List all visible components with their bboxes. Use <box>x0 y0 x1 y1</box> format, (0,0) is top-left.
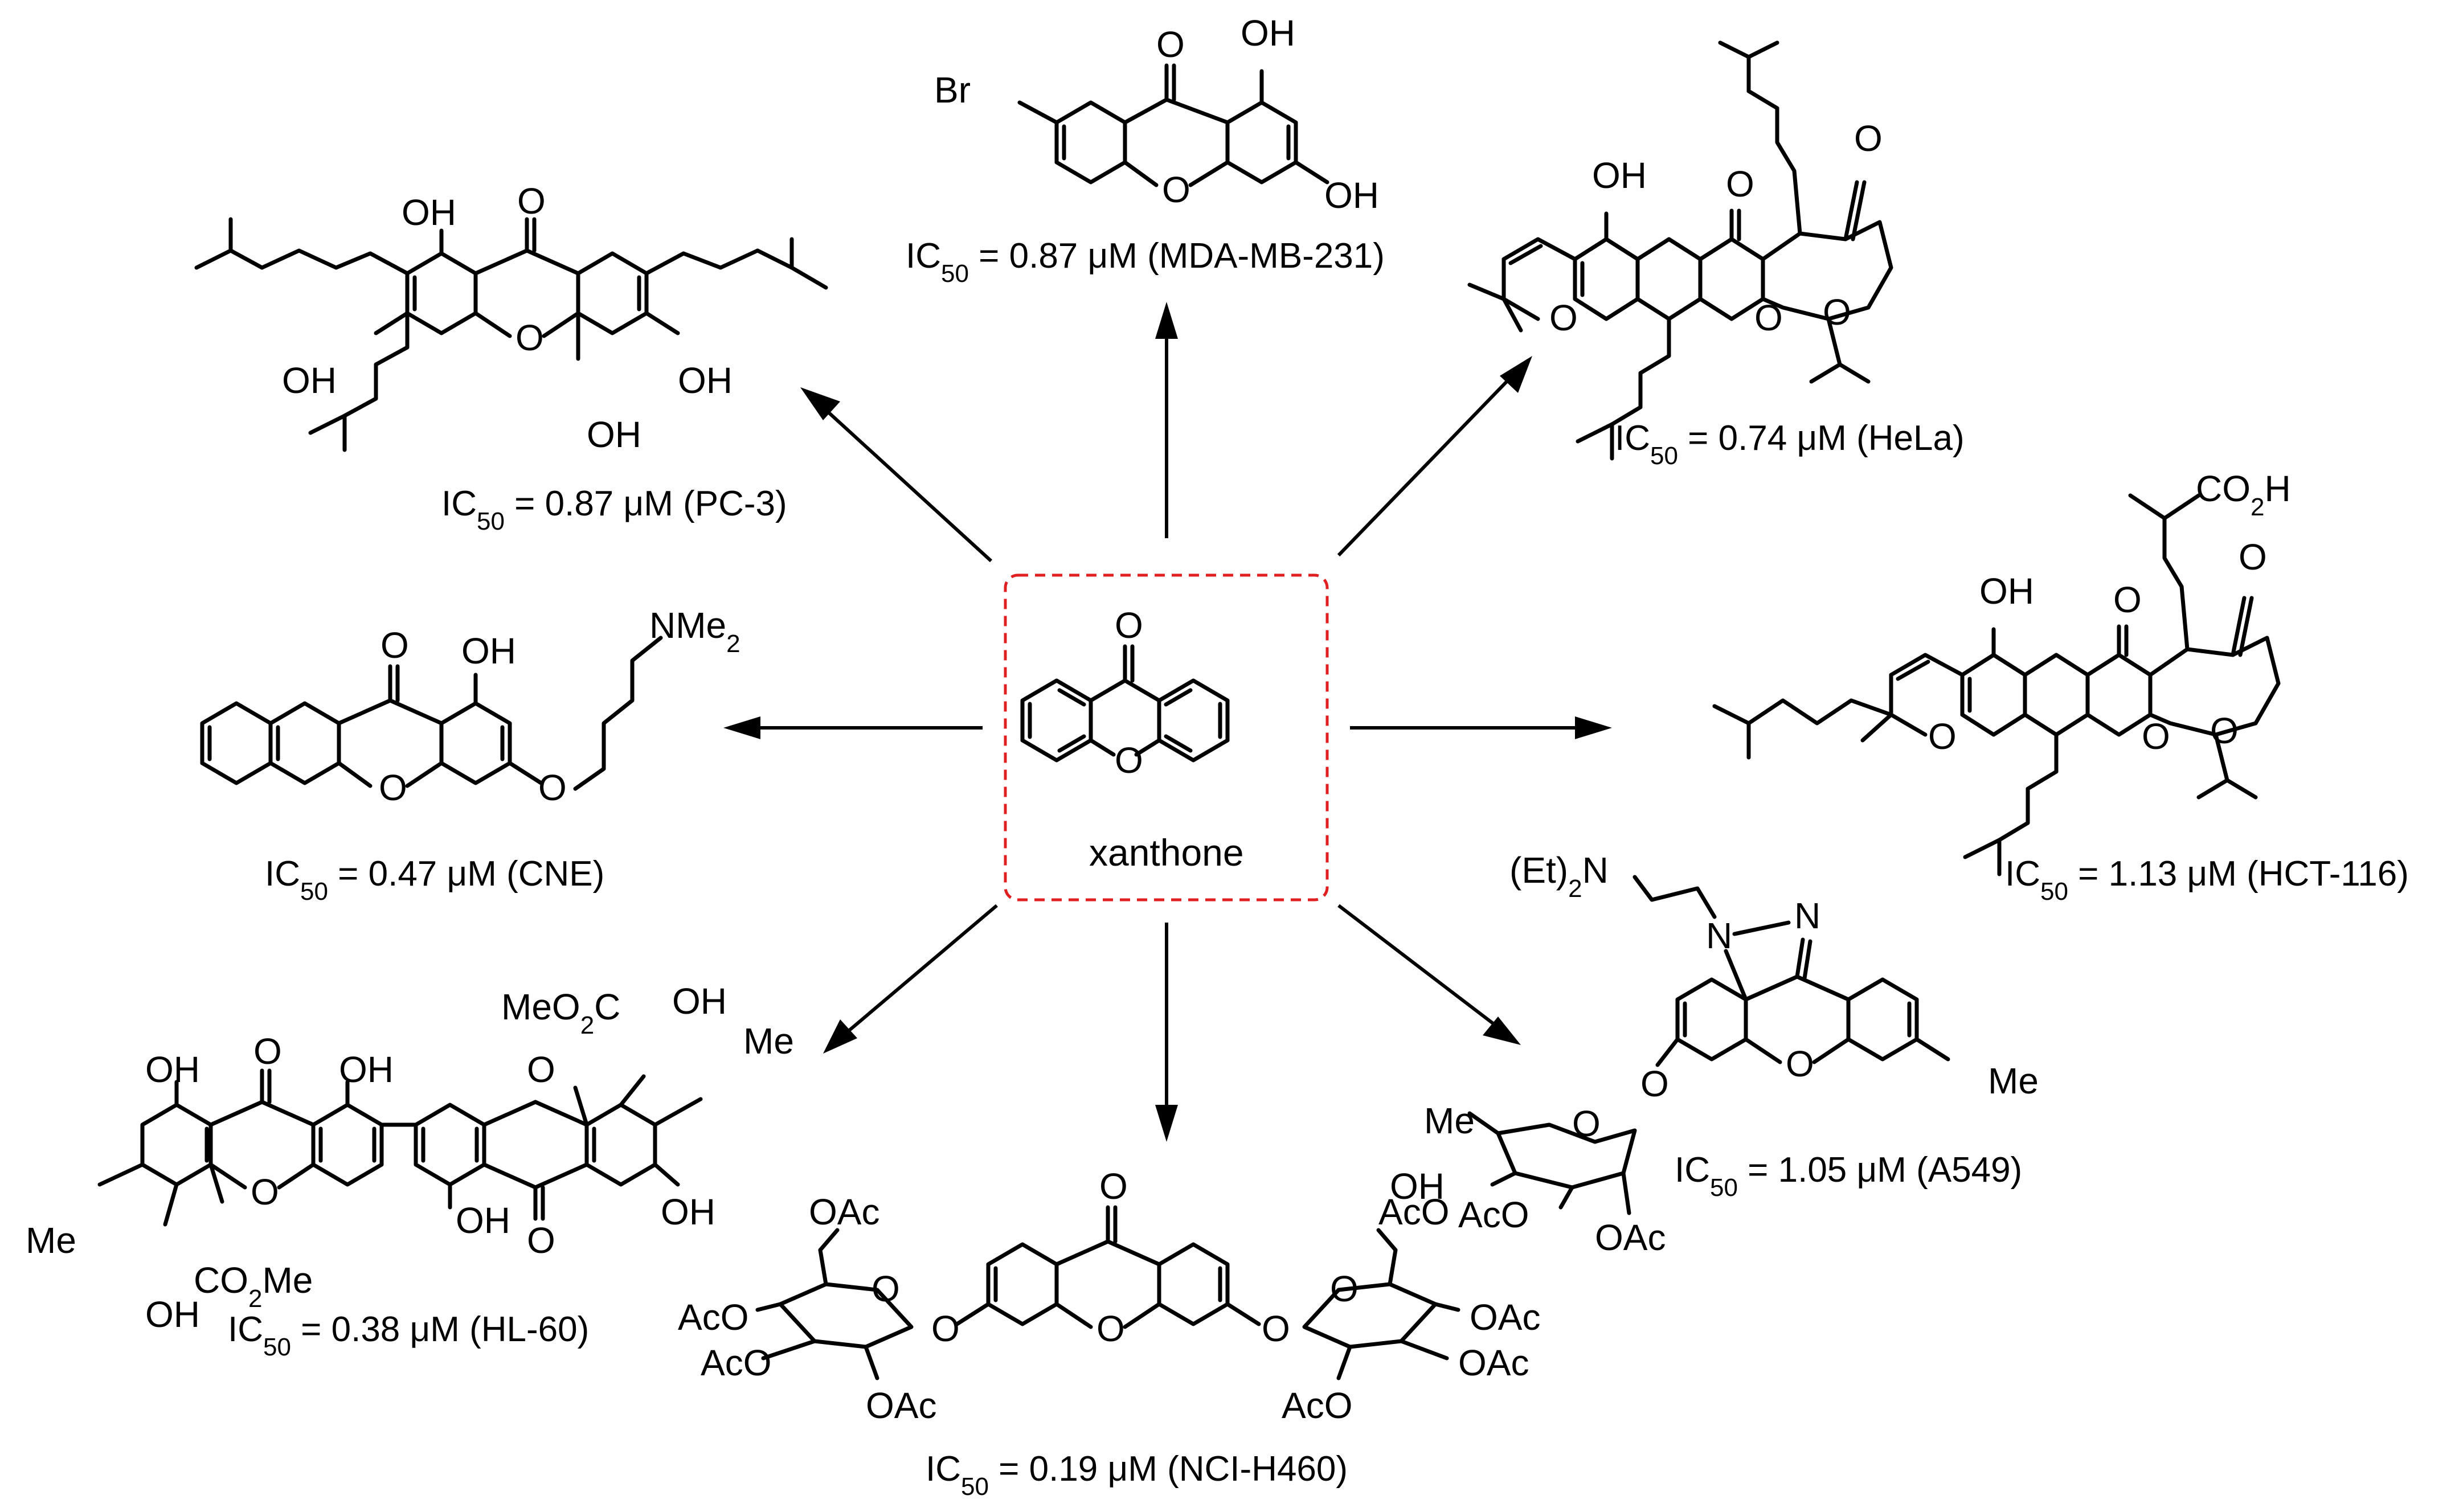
hl60-ring-o-left: O <box>251 1171 279 1212</box>
compound-mda: O O Br OH OH IC50 = 0.87 μM (MDA-MB-231) <box>906 13 1385 288</box>
nci-oac-right-1: OAc <box>1470 1297 1540 1338</box>
mda-ring-o: O <box>1162 169 1190 210</box>
compound-a549: O N N (Et)2N Me O O Me OH AcO OAc IC50 =… <box>1390 850 2039 1258</box>
nci-oac-left-top: OAc <box>809 1191 879 1232</box>
cne-ring-o: O <box>379 767 407 808</box>
hl60-carbonyl-o-left: O <box>253 1031 282 1072</box>
arrow-to-nci <box>1155 923 1178 1142</box>
center-dashed-box <box>1004 573 1329 902</box>
hct-cage-ether-o: O <box>2210 710 2239 751</box>
a549-sugar-oac: OAc <box>1595 1217 1666 1258</box>
hela-cage-ether-o: O <box>1823 292 1851 333</box>
a549-n2: N <box>1794 895 1820 936</box>
pc3-ic50: IC50 = 0.87 μM (PC-3) <box>441 484 787 535</box>
hct-carbonyl-o: O <box>2113 579 2142 620</box>
nci-aco-left-1: AcO <box>678 1297 748 1338</box>
nci-aco-right-bottom: AcO <box>1282 1385 1352 1426</box>
a549-glyco-o: O <box>1640 1063 1669 1104</box>
hl60-me-right: Me <box>743 1021 794 1062</box>
xanthone-carbonyl-o: O <box>1115 605 1143 646</box>
nci-oac-right-2: OAc <box>1458 1342 1529 1383</box>
arrow-to-hela <box>1337 356 1532 557</box>
compound-pc3: O O OH OH OH OH IC50 = 0.87 μM (PC-3) <box>194 181 828 535</box>
pc3-ring-o: O <box>515 317 544 358</box>
a549-me: Me <box>1988 1060 2039 1101</box>
a549-sugar-me: Me <box>1424 1100 1475 1141</box>
a549-sugar-ring-o: O <box>1572 1103 1601 1144</box>
pc3-oh-top: OH <box>402 192 456 233</box>
a549-sugar-oh: OH <box>1390 1166 1445 1207</box>
compound-hl60: O O O O OH OH OH OH OH OH <box>26 981 794 1361</box>
nci-ring-o: O <box>1096 1308 1125 1349</box>
pc3-carbonyl-o: O <box>517 181 546 222</box>
hela-cage-o: O <box>1854 118 1883 159</box>
hct-cage-o: O <box>2239 536 2267 577</box>
mda-carbonyl-o: O <box>1156 24 1185 65</box>
compound-hct: O OH O O O O CO2H IC50 = 1.13 μM (HCT-11… <box>1712 468 2409 905</box>
arrows <box>723 302 1612 1142</box>
a549-n1: N <box>1706 915 1732 956</box>
compound-nci: O O O O OAc AcO AcO OAc O O AcO OAc OAc … <box>678 1166 1540 1501</box>
compound-hela: O OH O O O O IC50 = 0.74 μM (HeLa) <box>1467 40 1965 470</box>
hl60-carbonyl-o-right: O <box>527 1220 555 1261</box>
hela-oh: OH <box>1592 155 1647 196</box>
nci-glyco-o-left: O <box>931 1308 960 1349</box>
center-xanthone: O O xanthone <box>1004 573 1329 902</box>
hct-co2h: CO2H <box>2196 468 2291 521</box>
hct-oh: OH <box>1979 571 2034 612</box>
a549-ic50: IC50 = 1.05 μM (A549) <box>1675 1150 2022 1202</box>
cne-ic50: IC50 = 0.47 μM (CNE) <box>265 854 604 905</box>
a549-sugar-aco: AcO <box>1458 1194 1529 1235</box>
mda-oh-right: OH <box>1324 175 1379 216</box>
arrow-to-hl60 <box>823 904 998 1054</box>
a549-ring-o: O <box>1786 1043 1814 1084</box>
mda-ic50: IC50 = 0.87 μM (MDA-MB-231) <box>906 236 1385 288</box>
nci-aco-right-top: AcO <box>1378 1191 1449 1232</box>
center-label: xanthone <box>1089 831 1244 874</box>
hela-ic50: IC50 = 0.74 μM (HeLa) <box>1615 419 1965 470</box>
hl60-oh-2: OH <box>339 1049 394 1090</box>
nci-aco-left-2: AcO <box>701 1342 771 1383</box>
a549-et2n: (Et)2N <box>1509 850 1609 903</box>
hl60-oh-5: OH <box>672 981 727 1022</box>
hl60-oh-6: OH <box>145 1294 200 1335</box>
hl60-oh-1: OH <box>145 1049 200 1090</box>
nci-glyco-o-right: O <box>1262 1308 1290 1349</box>
hl60-co2me: CO2Me <box>194 1260 313 1313</box>
arrow-to-cne <box>723 716 983 739</box>
mda-oh-top: OH <box>1241 13 1295 54</box>
nci-sugar-ring-o-left: O <box>872 1268 900 1309</box>
cne-oh: OH <box>461 630 516 671</box>
mda-br: Br <box>934 69 971 110</box>
pc3-oh-bottom: OH <box>587 414 641 455</box>
hl60-oh-4: OH <box>661 1191 715 1232</box>
cne-nme2: NMe2 <box>649 605 740 658</box>
xanthone-ring-o: O <box>1115 740 1143 781</box>
arrow-to-hct <box>1350 716 1612 739</box>
cne-carbonyl-o: O <box>380 625 409 666</box>
nci-ic50: IC50 = 0.19 μM (NCI-H460) <box>926 1449 1348 1501</box>
hl60-meo2c: MeO2C <box>501 986 620 1039</box>
pc3-oh-left: OH <box>282 360 337 401</box>
arrow-to-pc3 <box>800 387 993 563</box>
cne-ether-o: O <box>538 767 567 808</box>
hl60-ic50: IC50 = 0.38 μM (HL-60) <box>228 1310 589 1361</box>
hct-pyran-o: O <box>1928 716 1957 757</box>
compound-cne: O O OH O NMe2 IC50 = 0.47 μM (CNE) <box>200 605 740 905</box>
hl60-oh-3: OH <box>456 1200 510 1241</box>
nci-sugar-ring-o-right: O <box>1330 1268 1359 1309</box>
pc3-oh-right: OH <box>678 360 733 401</box>
hct-ic50: IC50 = 1.13 μM (HCT-116) <box>2005 854 2409 905</box>
nci-oac-left-bottom: OAc <box>866 1385 936 1426</box>
arrow-to-a549 <box>1337 904 1521 1045</box>
arrow-to-mda <box>1155 302 1178 538</box>
hela-carbonyl-o: O <box>1726 163 1754 204</box>
nci-carbonyl-o: O <box>1099 1166 1128 1207</box>
hela-pyran-o: O <box>1549 297 1578 338</box>
hl60-ring-o-right: O <box>527 1049 555 1090</box>
hl60-me-left: Me <box>26 1220 76 1261</box>
